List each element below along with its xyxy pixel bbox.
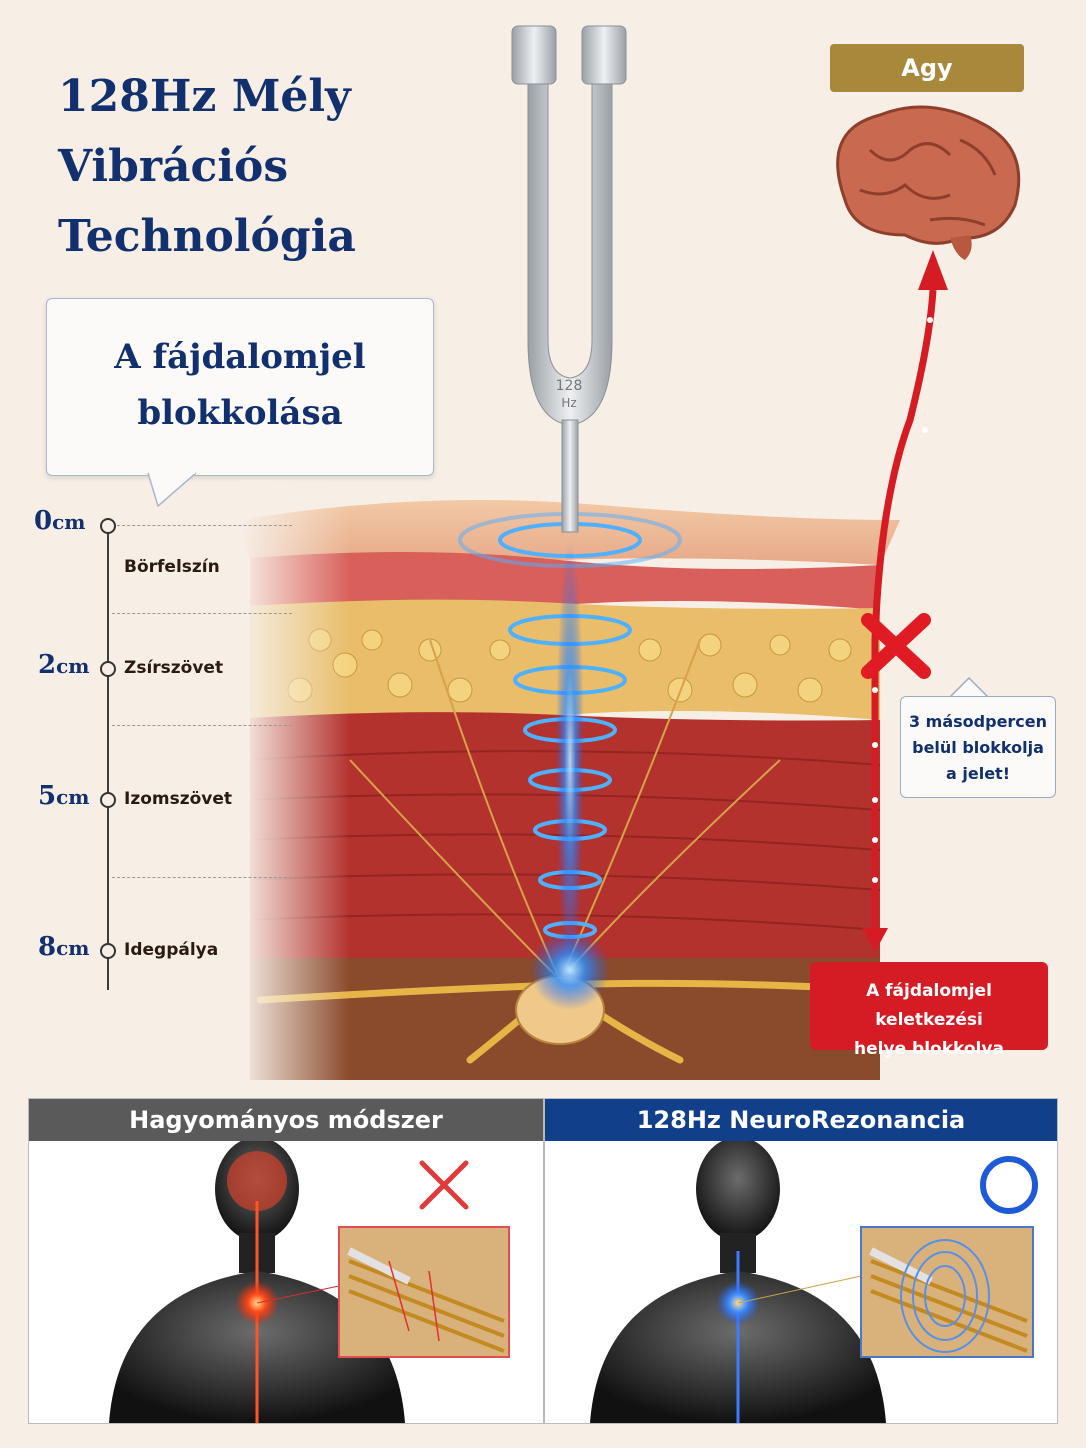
fork-label-hz: Hz [561, 396, 576, 410]
callout-line-2: belül blokkolja [912, 738, 1044, 757]
brain-icon [836, 105, 1021, 260]
panel-neuroresonance-title: 128Hz NeuroRezonancia [545, 1099, 1057, 1141]
layer-muscle: Izomszövet [124, 789, 233, 809]
depth-2: 2cm [38, 650, 90, 680]
callout-line-3: a jelet! [946, 764, 1010, 783]
speech-bubble: A fájdalomjel blokkolása [46, 298, 434, 476]
arrow-up-icon [918, 250, 948, 290]
nerve-closeup-icon [860, 1226, 1034, 1358]
title-line-3: Technológia [58, 211, 356, 262]
cross-mark-icon [419, 1160, 469, 1210]
depth-0: 0cm [34, 506, 86, 536]
bubble-line-2: blokkolása [137, 393, 343, 433]
layer-nerve: Idegpálya [124, 940, 219, 960]
depth-scale [107, 522, 109, 990]
tissue-cross-section: 128 Hz [240, 25, 1021, 1100]
arrow-down-icon [862, 928, 888, 952]
redbox-line-1: A fájdalomjel keletkezési [866, 981, 992, 1030]
depth-tick-2 [100, 661, 116, 677]
tuning-fork-icon: 128 Hz [511, 25, 627, 533]
traditional-illustration [109, 1137, 510, 1423]
title-line-2: Vibrációs [58, 141, 289, 192]
redbox-line-2: helye blokkolva [854, 1039, 1004, 1059]
circle-mark-icon [980, 1156, 1038, 1214]
block-callout: 3 másodpercen belül blokkolja a jelet! [900, 696, 1056, 798]
brain-label: Agy [830, 44, 1024, 92]
neuroresonance-illustration [590, 1137, 1038, 1423]
depth-5: 5cm [38, 781, 90, 811]
nerve-closeup-icon [338, 1226, 510, 1358]
depth-tick-8 [100, 943, 116, 959]
layer-skin: Börfelszín [124, 557, 220, 577]
panel-neuroresonance: 128Hz NeuroRezonancia [544, 1098, 1058, 1424]
layer-fat: Zsírszövet [124, 658, 224, 678]
title-line-1: 128Hz Mély [58, 71, 351, 122]
callout-tail-icon [948, 676, 990, 699]
main-title: 128Hz Mély Vibrációs Technológia [58, 62, 418, 272]
pain-blocked-box: A fájdalomjel keletkezési helye blokkolv… [810, 962, 1048, 1059]
pain-signal-path [871, 289, 937, 935]
panel-traditional: Hagyományos módszer [28, 1098, 544, 1424]
bubble-tail-icon [147, 472, 197, 508]
depth-tick-0 [100, 518, 116, 534]
brain-pain-icon [227, 1151, 287, 1211]
callout-line-1: 3 másodpercen [908, 712, 1048, 731]
depth-tick-5 [100, 792, 116, 808]
bubble-line-1: A fájdalomjel [114, 337, 366, 377]
fork-label-128: 128 [556, 378, 583, 394]
depth-8: 8cm [38, 932, 90, 962]
block-x-icon [861, 613, 931, 679]
panel-traditional-title: Hagyományos módszer [29, 1099, 543, 1141]
